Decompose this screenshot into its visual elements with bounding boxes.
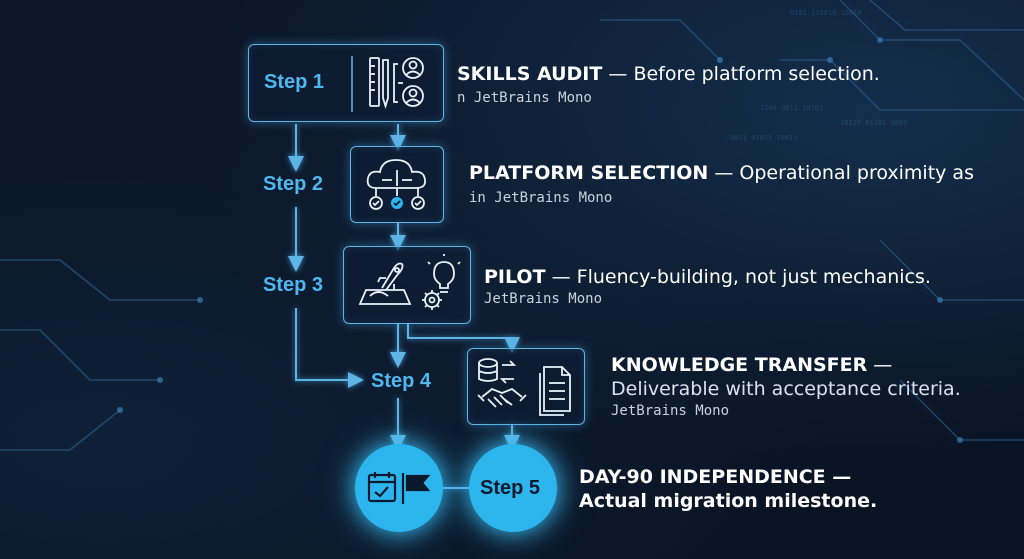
step-5-circle (469, 444, 557, 532)
step-4-box (467, 348, 585, 425)
step-5-heading: DAY-90 INDEPENDENCE (579, 466, 826, 488)
calendar-flag-icon (367, 472, 431, 504)
step-2-heading: PLATFORM SELECTION (469, 162, 709, 184)
step-3-box (343, 246, 471, 324)
step-5-title: DAY-90 INDEPENDENCE — (579, 466, 851, 488)
step-3-font-note: JetBrains Mono (484, 291, 603, 307)
step-3-title: PILOT — Fluency-building, not just mecha… (484, 266, 931, 288)
step-1-title: SKILLS AUDIT — Before platform selection… (457, 63, 880, 85)
step-1-divider (351, 56, 353, 112)
ruler-pencil-people-icon (369, 57, 424, 110)
step-5-label: Step 5 (480, 477, 541, 499)
step-2-dash: — (708, 162, 740, 184)
step-4-label: Step 4 (371, 370, 432, 392)
step-3-dash: — (545, 266, 577, 288)
svg-text:10110 01101 1001: 10110 01101 1001 (840, 119, 907, 127)
step-5-dash: — (825, 466, 852, 488)
step-4-heading: KNOWLEDGE TRANSFER (611, 354, 868, 376)
rocket-lightbulb-gear-icon (358, 254, 461, 310)
step-4-title: KNOWLEDGE TRANSFER — (611, 354, 892, 376)
step-3-label: Step 3 (263, 274, 324, 296)
step-5-desc: Actual migration milestone. (579, 490, 878, 512)
step-4-desc: Deliverable with acceptance criteria. (611, 378, 961, 400)
step-3-desc: Fluency-building, not just mechanics. (576, 266, 931, 288)
svg-text:0101 110010 10010: 0101 110010 10010 (790, 9, 862, 17)
step-1-label: Step 1 (264, 71, 325, 93)
step-1-font-note: n JetBrains Mono (457, 90, 592, 106)
step-2-desc: Operational proximity as (739, 162, 974, 184)
step-1-desc: Before platform selection. (633, 63, 880, 85)
cloud-network-checks-icon (366, 159, 426, 210)
step-1-dash: — (602, 63, 634, 85)
step-4-font-note: JetBrains Mono (611, 403, 730, 419)
step-2-label: Step 2 (263, 173, 324, 195)
step-1-heading: SKILLS AUDIT (457, 63, 603, 85)
step-4-dash: — (867, 354, 893, 376)
step-1-box (248, 44, 444, 122)
step-2-font-note: in JetBrains Mono (469, 190, 613, 206)
step-2-title: PLATFORM SELECTION — Operational proximi… (469, 162, 974, 184)
svg-text:1100 0011 10101: 1100 0011 10101 (760, 104, 823, 112)
database-handshake-documents-icon (477, 358, 571, 416)
step-3-heading: PILOT (484, 266, 546, 288)
svg-text:0011 01011 10011: 0011 01011 10011 (730, 134, 797, 142)
